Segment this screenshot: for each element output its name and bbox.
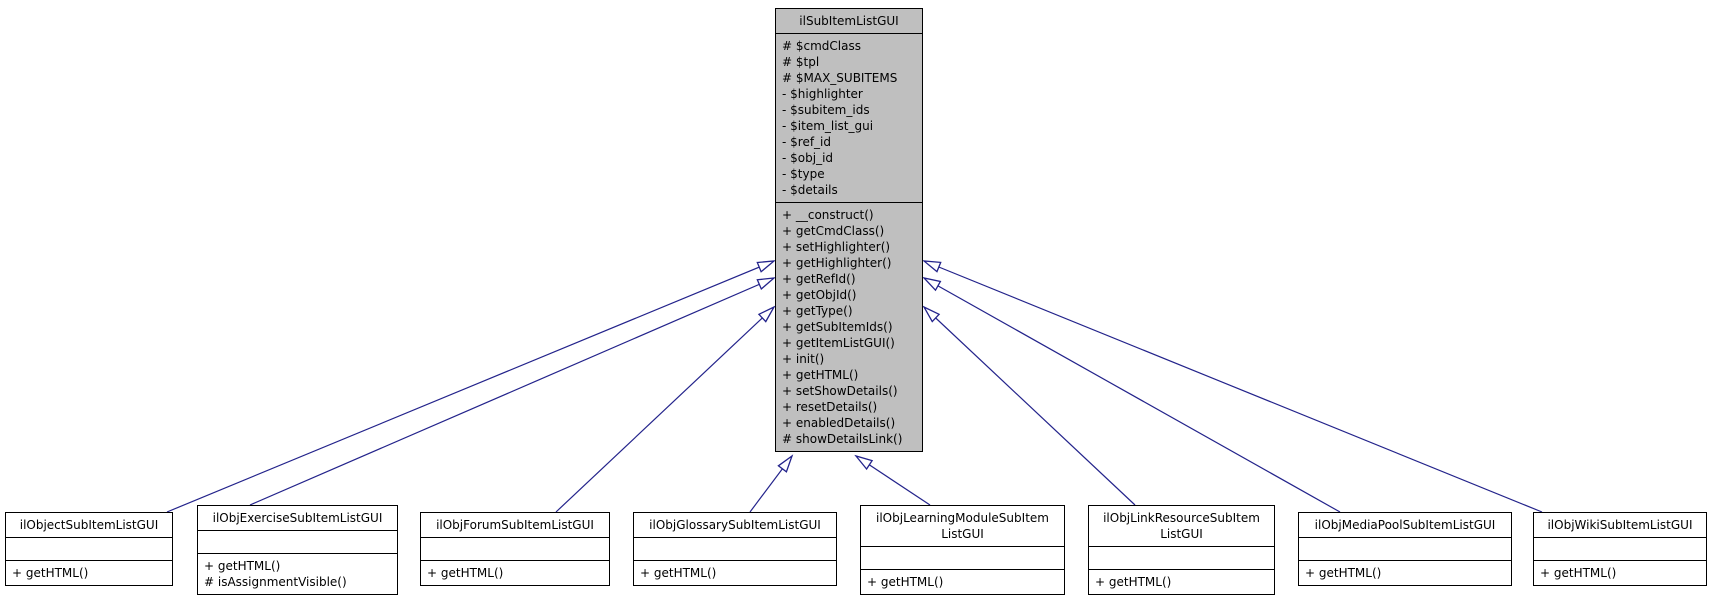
subclass-node[interactable]: ilObjForumSubItemListGUI + getHTML() — [420, 512, 610, 586]
method: # isAssignmentVisible() — [204, 575, 347, 589]
subclass-node[interactable]: ilObjLinkResourceSubItem ListGUI + getHT… — [1088, 505, 1275, 595]
class-name: ilObjGlossarySubItemListGUI — [634, 513, 836, 538]
attributes-section-empty — [1089, 547, 1274, 570]
method: + getSubItemIds() — [782, 320, 893, 334]
inheritance-edge — [249, 278, 774, 506]
method: + getHTML() — [640, 566, 717, 580]
attribute: - $highlighter — [782, 87, 863, 101]
class-name: ilObjectSubItemListGUI — [6, 513, 172, 538]
attribute: - $subitem_ids — [782, 103, 870, 117]
class-name: ilObjMediaPoolSubItemListGUI — [1299, 513, 1511, 538]
methods-section: + getHTML() — [421, 561, 609, 585]
method: + getHighlighter() — [782, 256, 892, 270]
attribute: # $cmdClass — [782, 39, 861, 53]
method: + setHighlighter() — [782, 240, 891, 254]
attributes-section-empty — [6, 538, 172, 561]
method: + resetDetails() — [782, 400, 878, 414]
attribute: # $tpl — [782, 55, 820, 69]
attributes-section-empty — [1534, 538, 1706, 561]
attributes-section-empty — [421, 538, 609, 561]
method: + getHTML() — [204, 559, 281, 573]
inheritance-edge — [749, 456, 792, 513]
method: + getHTML() — [1305, 566, 1382, 580]
class-name: ilObjWikiSubItemListGUI — [1534, 513, 1706, 538]
method: + getCmdClass() — [782, 224, 885, 238]
attributes-section: # $cmdClass # $tpl # $MAX_SUBITEMS - $highl… — [776, 34, 922, 203]
methods-section: + getHTML() — [1089, 570, 1274, 594]
method: + getType() — [782, 304, 853, 318]
method: + getHTML() — [12, 566, 89, 580]
attribute: - $item_list_gui — [782, 119, 874, 133]
attribute: # $MAX_SUBITEMS — [782, 71, 898, 85]
method: + setShowDetails() — [782, 384, 898, 398]
inheritance-edge — [166, 261, 774, 513]
attributes-section-empty — [861, 547, 1064, 570]
method: + getHTML() — [1540, 566, 1617, 580]
method: + getObjId() — [782, 288, 857, 302]
subclass-node[interactable]: ilObjectSubItemListGUI + getHTML() — [5, 512, 173, 586]
subclass-node[interactable]: ilObjGlossarySubItemListGUI + getHTML() — [633, 512, 837, 586]
inheritance-edge — [924, 261, 1543, 513]
subclass-node[interactable]: ilObjExerciseSubItemListGUI + getHTML() #… — [197, 505, 398, 595]
attributes-section-empty — [198, 531, 397, 554]
method: + getHTML() — [1095, 575, 1172, 589]
inheritance-edge — [924, 278, 1341, 513]
class-name: ilObjLinkResourceSubItem ListGUI — [1089, 506, 1274, 547]
class-name: ilObjLearningModuleSubItem ListGUI — [861, 506, 1064, 547]
methods-section: + __construct() + getCmdClass() + setHighl… — [776, 203, 922, 451]
attribute: - $obj_id — [782, 151, 834, 165]
class-name: ilSubItemListGUI — [776, 9, 922, 34]
inheritance-edge — [924, 307, 1136, 506]
attributes-section-empty — [1299, 538, 1511, 561]
main-class-node[interactable]: ilSubItemListGUI # $cmdClass # $tpl # $MAX… — [775, 8, 923, 452]
inheritance-edge — [555, 307, 774, 513]
subclass-node[interactable]: ilObjMediaPoolSubItemListGUI + getHTML() — [1298, 512, 1512, 586]
method: + getHTML() — [427, 566, 504, 580]
methods-section: + getHTML() — [1534, 561, 1706, 585]
attribute: - $ref_id — [782, 135, 832, 149]
methods-section: + getHTML() # isAssignmentVisible() — [198, 554, 397, 594]
class-name: ilObjExerciseSubItemListGUI — [198, 506, 397, 531]
method: + enabledDetails() — [782, 416, 896, 430]
method: + init() — [782, 352, 825, 366]
attribute: - $details — [782, 183, 838, 197]
attribute: - $type — [782, 167, 825, 181]
method: + getHTML() — [867, 575, 944, 589]
method: # showDetailsLink() — [782, 432, 903, 446]
methods-section: + getHTML() — [861, 570, 1064, 594]
method: + getHTML() — [782, 368, 859, 382]
methods-section: + getHTML() — [6, 561, 172, 585]
method: + getItemListGUI() — [782, 336, 895, 350]
class-name: ilObjForumSubItemListGUI — [421, 513, 609, 538]
attributes-section-empty — [634, 538, 836, 561]
method: + __construct() — [782, 208, 874, 222]
subclass-node[interactable]: ilObjLearningModuleSubItem ListGUI + get… — [860, 505, 1065, 595]
methods-section: + getHTML() — [1299, 561, 1511, 585]
inheritance-edge — [856, 456, 931, 506]
method: + getRefId() — [782, 272, 856, 286]
subclass-node[interactable]: ilObjWikiSubItemListGUI + getHTML() — [1533, 512, 1707, 586]
methods-section: + getHTML() — [634, 561, 836, 585]
